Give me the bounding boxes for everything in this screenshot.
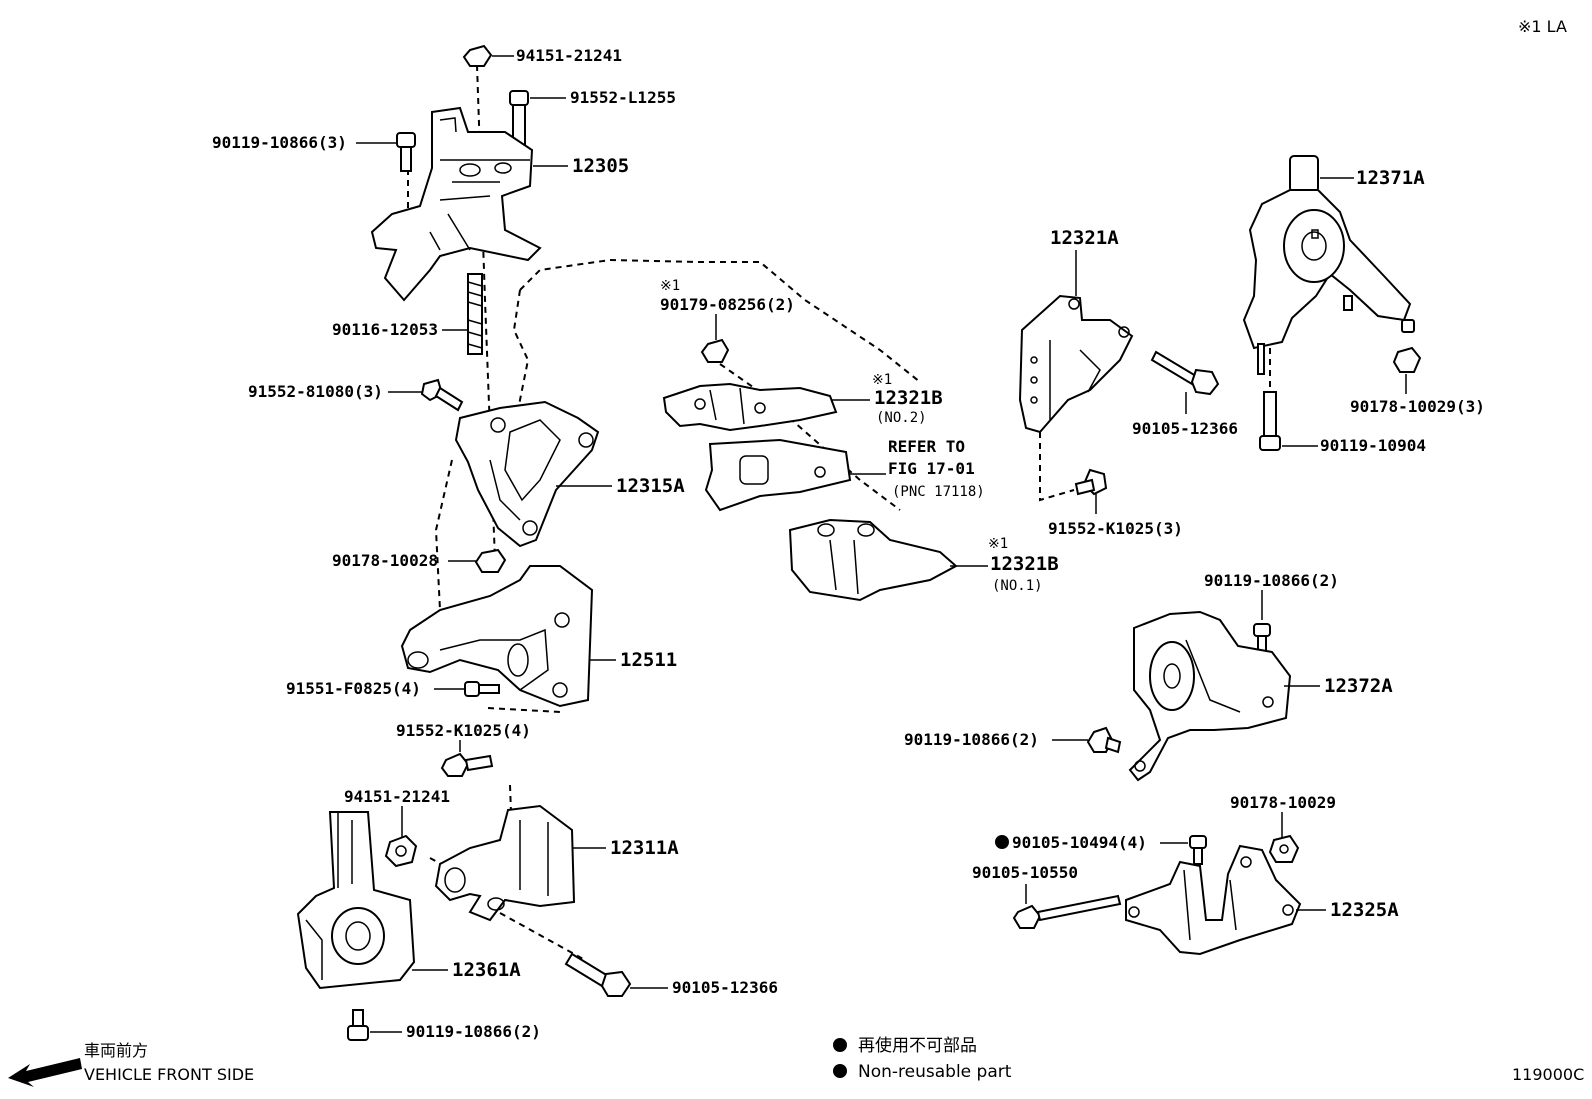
insulator-part xyxy=(1242,155,1412,350)
bolt-part xyxy=(440,752,494,777)
part-number: 90105-12366 xyxy=(672,978,778,997)
protector-part xyxy=(662,382,838,432)
mount-bracket-part xyxy=(400,565,594,708)
mount-bracket-part xyxy=(434,804,576,922)
orientation-label-en: VEHICLE FRONT SIDE xyxy=(84,1065,254,1084)
part-number: 12325A xyxy=(1330,899,1399,921)
reference-bracket-part xyxy=(704,438,852,512)
part-number: 90105-10550 xyxy=(972,863,1078,882)
bolt-part xyxy=(1086,726,1122,754)
part-number: 91552-K1025(4) xyxy=(396,721,531,740)
part-number: 90119-10866(3) xyxy=(212,133,347,152)
non-reusable-bullet-icon xyxy=(995,835,1009,849)
bolt-part xyxy=(420,378,464,412)
part-number: 90179-08256(2) xyxy=(660,295,795,314)
part-number: 90178-10029(3) xyxy=(1350,397,1485,416)
part-number: 12361A xyxy=(452,959,521,981)
reference-note: (PNC 17118) xyxy=(892,484,985,500)
note-marker: ※1 xyxy=(660,278,680,294)
bolt-part xyxy=(396,132,416,172)
vehicle-front-arrow-icon xyxy=(8,1058,82,1087)
part-number: 90119-10866(2) xyxy=(904,730,1039,749)
bolt-part xyxy=(464,681,500,697)
bolt-part xyxy=(564,952,632,997)
part-number: 12305 xyxy=(572,155,629,177)
part-number: 90119-10866(2) xyxy=(1204,571,1339,590)
bolt-part xyxy=(1074,468,1108,496)
engine-mount-part xyxy=(370,106,542,302)
nut-part xyxy=(474,548,507,573)
part-number: 12315A xyxy=(616,475,685,497)
part-number: 90119-10904 xyxy=(1320,436,1426,455)
nut-part xyxy=(1268,834,1300,863)
legend-text-en: Non-reusable part xyxy=(858,1062,1012,1082)
legend: 再使用不可部品 Non-reusable part xyxy=(833,1035,1012,1082)
part-number: 12372A xyxy=(1324,675,1393,697)
part-number: 90178-10029 xyxy=(1230,793,1336,812)
protector-part xyxy=(788,518,958,602)
bolt-part xyxy=(509,90,529,146)
part-number: 91552-81080(3) xyxy=(248,382,383,401)
note-marker: ※1 xyxy=(872,372,892,388)
part-number: 90119-10866(2) xyxy=(406,1022,541,1041)
nut-part xyxy=(700,338,730,363)
part-number: 91551-F0825(4) xyxy=(286,679,421,698)
part-number: 12321B xyxy=(874,387,943,409)
bolt-part xyxy=(1150,350,1220,396)
part-number: 90116-12053 xyxy=(332,320,438,339)
non-reusable-bullet-icon xyxy=(833,1064,847,1078)
part-number: 90105-10494(4) xyxy=(1012,833,1147,852)
part-number: 91552-L1255 xyxy=(570,88,676,107)
mount-bracket-part xyxy=(454,400,600,548)
bolt-part xyxy=(1259,391,1281,451)
part-number: 12321A xyxy=(1050,227,1119,249)
part-sub-label: (NO.1) xyxy=(992,578,1043,594)
part-number: 12321B xyxy=(990,553,1059,575)
insulator-part xyxy=(296,811,416,990)
part-number: 90178-10028 xyxy=(332,551,438,570)
reference-note: FIG 17-01 xyxy=(888,459,975,478)
non-reusable-bullet-icon xyxy=(833,1038,847,1052)
nut-part xyxy=(384,834,418,868)
legend-text-jp: 再使用不可部品 xyxy=(858,1035,977,1056)
part-number: 94151-21241 xyxy=(344,787,450,806)
part-number: 12371A xyxy=(1356,167,1425,189)
mount-bracket-part xyxy=(1018,294,1134,434)
figure-code: 119000C xyxy=(1512,1065,1584,1084)
insulator-part xyxy=(1128,610,1292,782)
orientation-label-jp: 車両前方 xyxy=(84,1041,148,1060)
nut-part xyxy=(462,44,493,67)
part-number: 12311A xyxy=(610,837,679,859)
reference-note: REFER TO xyxy=(888,437,965,456)
nut-part xyxy=(1392,346,1422,373)
bolt-part xyxy=(1012,894,1122,929)
bolt-part xyxy=(1189,835,1207,865)
bolt-part xyxy=(1257,295,1415,375)
stud-part xyxy=(467,273,483,355)
part-sub-label: (NO.2) xyxy=(876,410,927,426)
header-note: ※1 LA xyxy=(1518,17,1567,36)
part-number: 90105-12366 xyxy=(1132,419,1238,438)
part-number: 94151-21241 xyxy=(516,46,622,65)
mount-bracket-part xyxy=(1125,844,1302,956)
note-marker: ※1 xyxy=(988,536,1008,552)
part-number: 12511 xyxy=(620,649,677,671)
bolt-part xyxy=(347,1009,369,1041)
part-number: 91552-K1025(3) xyxy=(1048,519,1183,538)
